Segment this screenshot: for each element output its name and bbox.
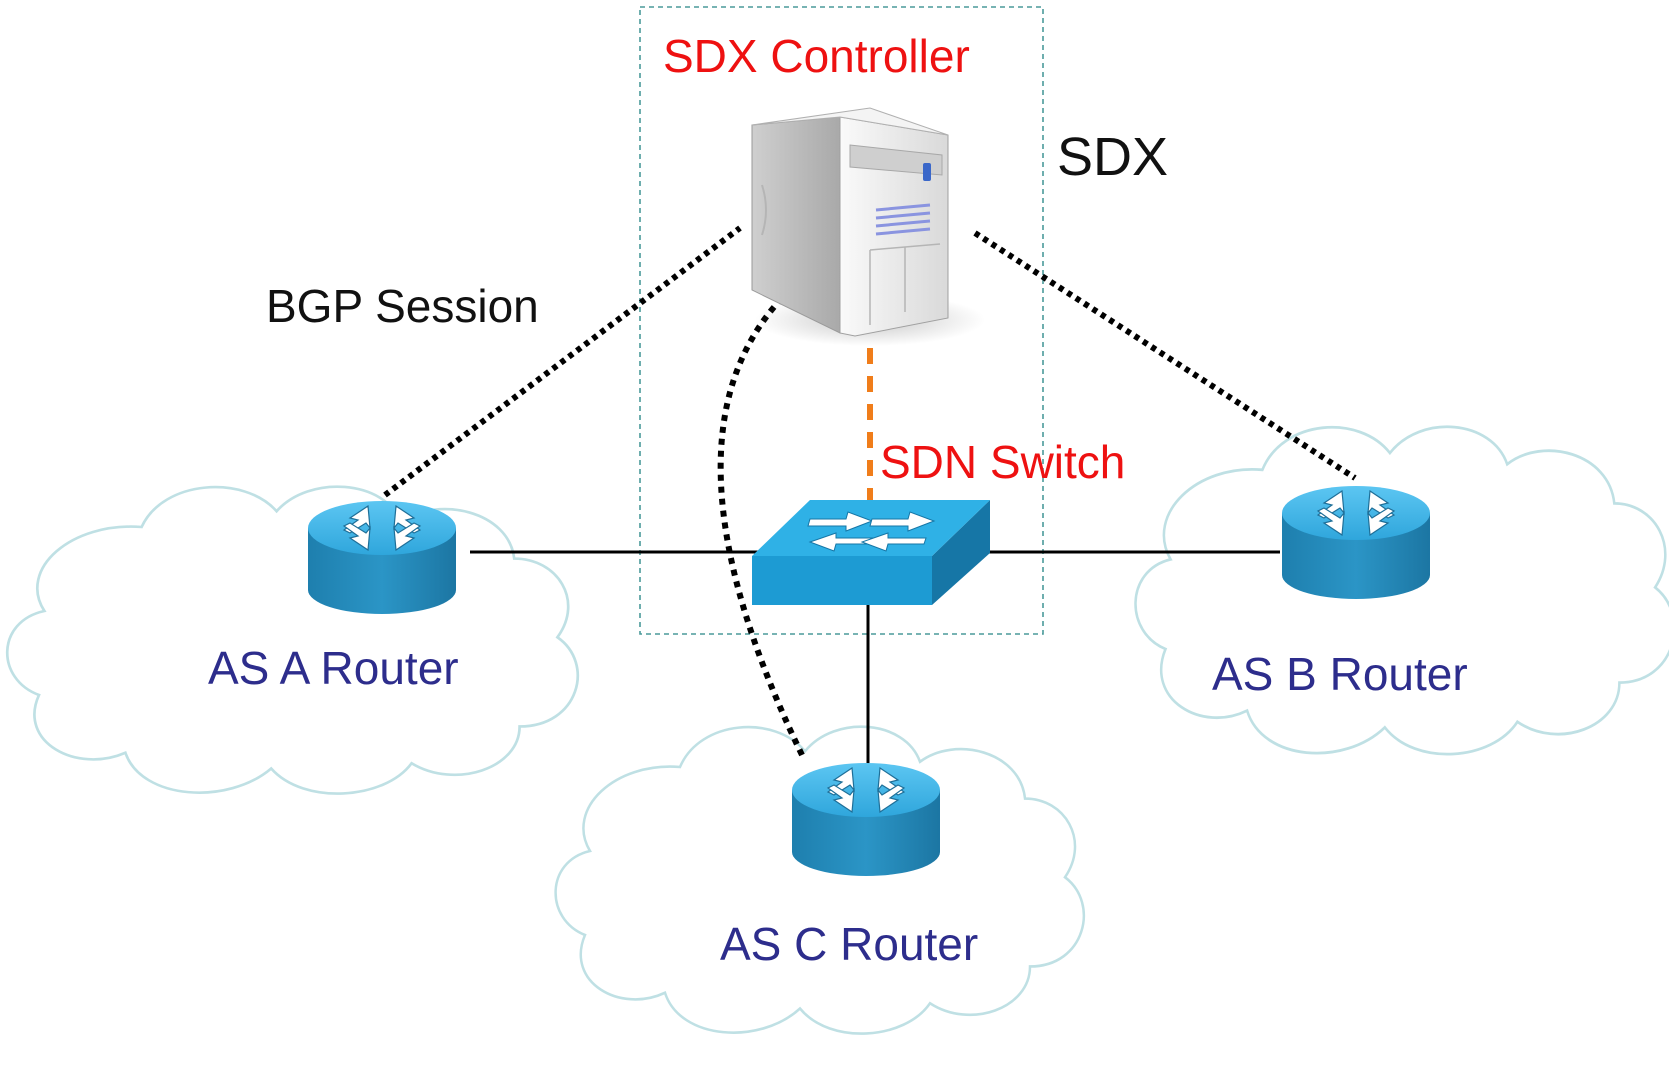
- bgp-session-link-a: [383, 225, 742, 498]
- router-icon-as-c: [791, 762, 941, 877]
- router-icon-as-a: [307, 500, 457, 615]
- cloud-icon-as-a: [5, 485, 580, 795]
- switch-icon: [752, 500, 990, 605]
- bgp-session-link-c: [717, 295, 805, 757]
- sdn-switch-label: SDN Switch: [880, 436, 1125, 488]
- sdx-label: SDX: [1057, 127, 1168, 187]
- bgp-session-label: BGP Session: [266, 280, 539, 332]
- as-a-router-label: AS A Router: [208, 642, 459, 694]
- as-b-router-label: AS B Router: [1212, 648, 1468, 700]
- server-icon: [751, 107, 985, 346]
- router-icon-as-b: [1281, 485, 1431, 600]
- sdx-controller-label: SDX Controller: [663, 30, 970, 82]
- as-c-router-label: AS C Router: [720, 918, 978, 970]
- sdx-boundary: [639, 6, 1044, 635]
